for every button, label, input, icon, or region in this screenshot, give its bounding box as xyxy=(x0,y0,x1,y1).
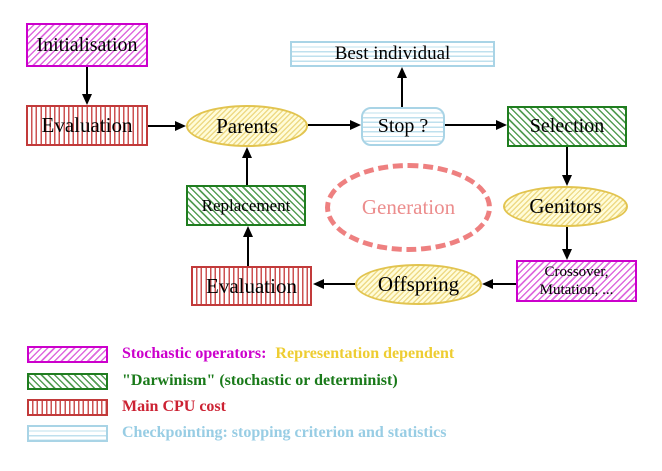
arrow-initialisation-to-evaluation-head xyxy=(82,94,92,105)
arrow-parents-to-stop-head xyxy=(350,120,361,130)
arrow-genitors-to-crossover-head xyxy=(562,249,572,260)
legend-swatch-magenta-hatch xyxy=(27,345,108,363)
legend-text-stochastic-operators: Stochastic operators: xyxy=(122,345,267,362)
arrow-initialisation-to-evaluation-line xyxy=(86,67,88,95)
arrow-replacement-to-parents-line xyxy=(246,158,248,185)
legend-row-darwinism: "Darwinism" (stochastic or determinist) xyxy=(27,372,398,390)
arrow-offspring-to-evaluation-head xyxy=(313,279,324,289)
node-crossover-mutation: Crossover, Mutation, ... xyxy=(516,260,637,302)
node-parents: Parents xyxy=(186,105,308,147)
node-generation: Generation xyxy=(325,163,492,252)
arrow-evaluation-to-parents-line xyxy=(148,125,176,127)
legend-text-darwinism: "Darwinism" (stochastic or determinist) xyxy=(122,372,398,389)
arrow-replacement-to-parents-head xyxy=(242,147,252,158)
arrow-stop-to-best-individual-line xyxy=(401,78,403,107)
node-best-individual: Best individual xyxy=(290,41,495,67)
legend-text-main-cpu-cost: Main CPU cost xyxy=(122,398,226,415)
node-evaluation-top: Evaluation xyxy=(26,105,148,146)
crossover-line2: Mutation, ... xyxy=(539,282,614,298)
node-evaluation-bottom: Evaluation xyxy=(191,266,312,306)
legend-text-checkpointing: Checkpointing: stopping criterion and st… xyxy=(122,424,447,441)
arrow-evaluation-to-parents-head xyxy=(175,121,186,131)
arrow-crossover-to-offspring-line xyxy=(493,283,516,285)
arrow-selection-to-genitors-line xyxy=(566,147,568,175)
arrow-offspring-to-evaluation-line xyxy=(324,283,355,285)
arrow-evaluation-to-replacement-head xyxy=(243,226,253,237)
legend-text-representation-dependent: Representation dependent xyxy=(275,345,455,362)
arrow-evaluation-to-replacement-line xyxy=(247,237,249,266)
legend-swatch-cyan-stripes xyxy=(27,424,108,442)
node-stop: Stop ? xyxy=(361,107,445,146)
crossover-line1: Crossover, xyxy=(544,264,609,280)
legend-row-stochastic: Stochastic operators: Representation depe… xyxy=(27,345,454,363)
node-genitors: Genitors xyxy=(503,186,628,227)
legend-row-cpu-cost: Main CPU cost xyxy=(27,398,226,416)
arrow-stop-to-selection-head xyxy=(496,120,507,130)
node-selection: Selection xyxy=(507,106,627,147)
legend-label-stochastic: Stochastic operators: Representation depe… xyxy=(122,345,454,363)
arrow-parents-to-stop-line xyxy=(308,124,350,126)
arrow-crossover-to-offspring-head xyxy=(482,279,493,289)
arrow-stop-to-selection-line xyxy=(445,124,496,126)
node-initialisation: Initialisation xyxy=(26,23,148,67)
arrow-selection-to-genitors-head xyxy=(562,175,572,186)
node-offspring: Offspring xyxy=(355,264,482,305)
arrow-genitors-to-crossover-line xyxy=(566,227,568,249)
legend-swatch-red-stripes xyxy=(27,398,108,416)
legend-swatch-green-hatch xyxy=(27,372,108,390)
legend-row-checkpointing: Checkpointing: stopping criterion and st… xyxy=(27,424,446,442)
node-replacement: Replacement xyxy=(186,185,306,226)
arrow-stop-to-best-individual-head xyxy=(397,67,407,78)
